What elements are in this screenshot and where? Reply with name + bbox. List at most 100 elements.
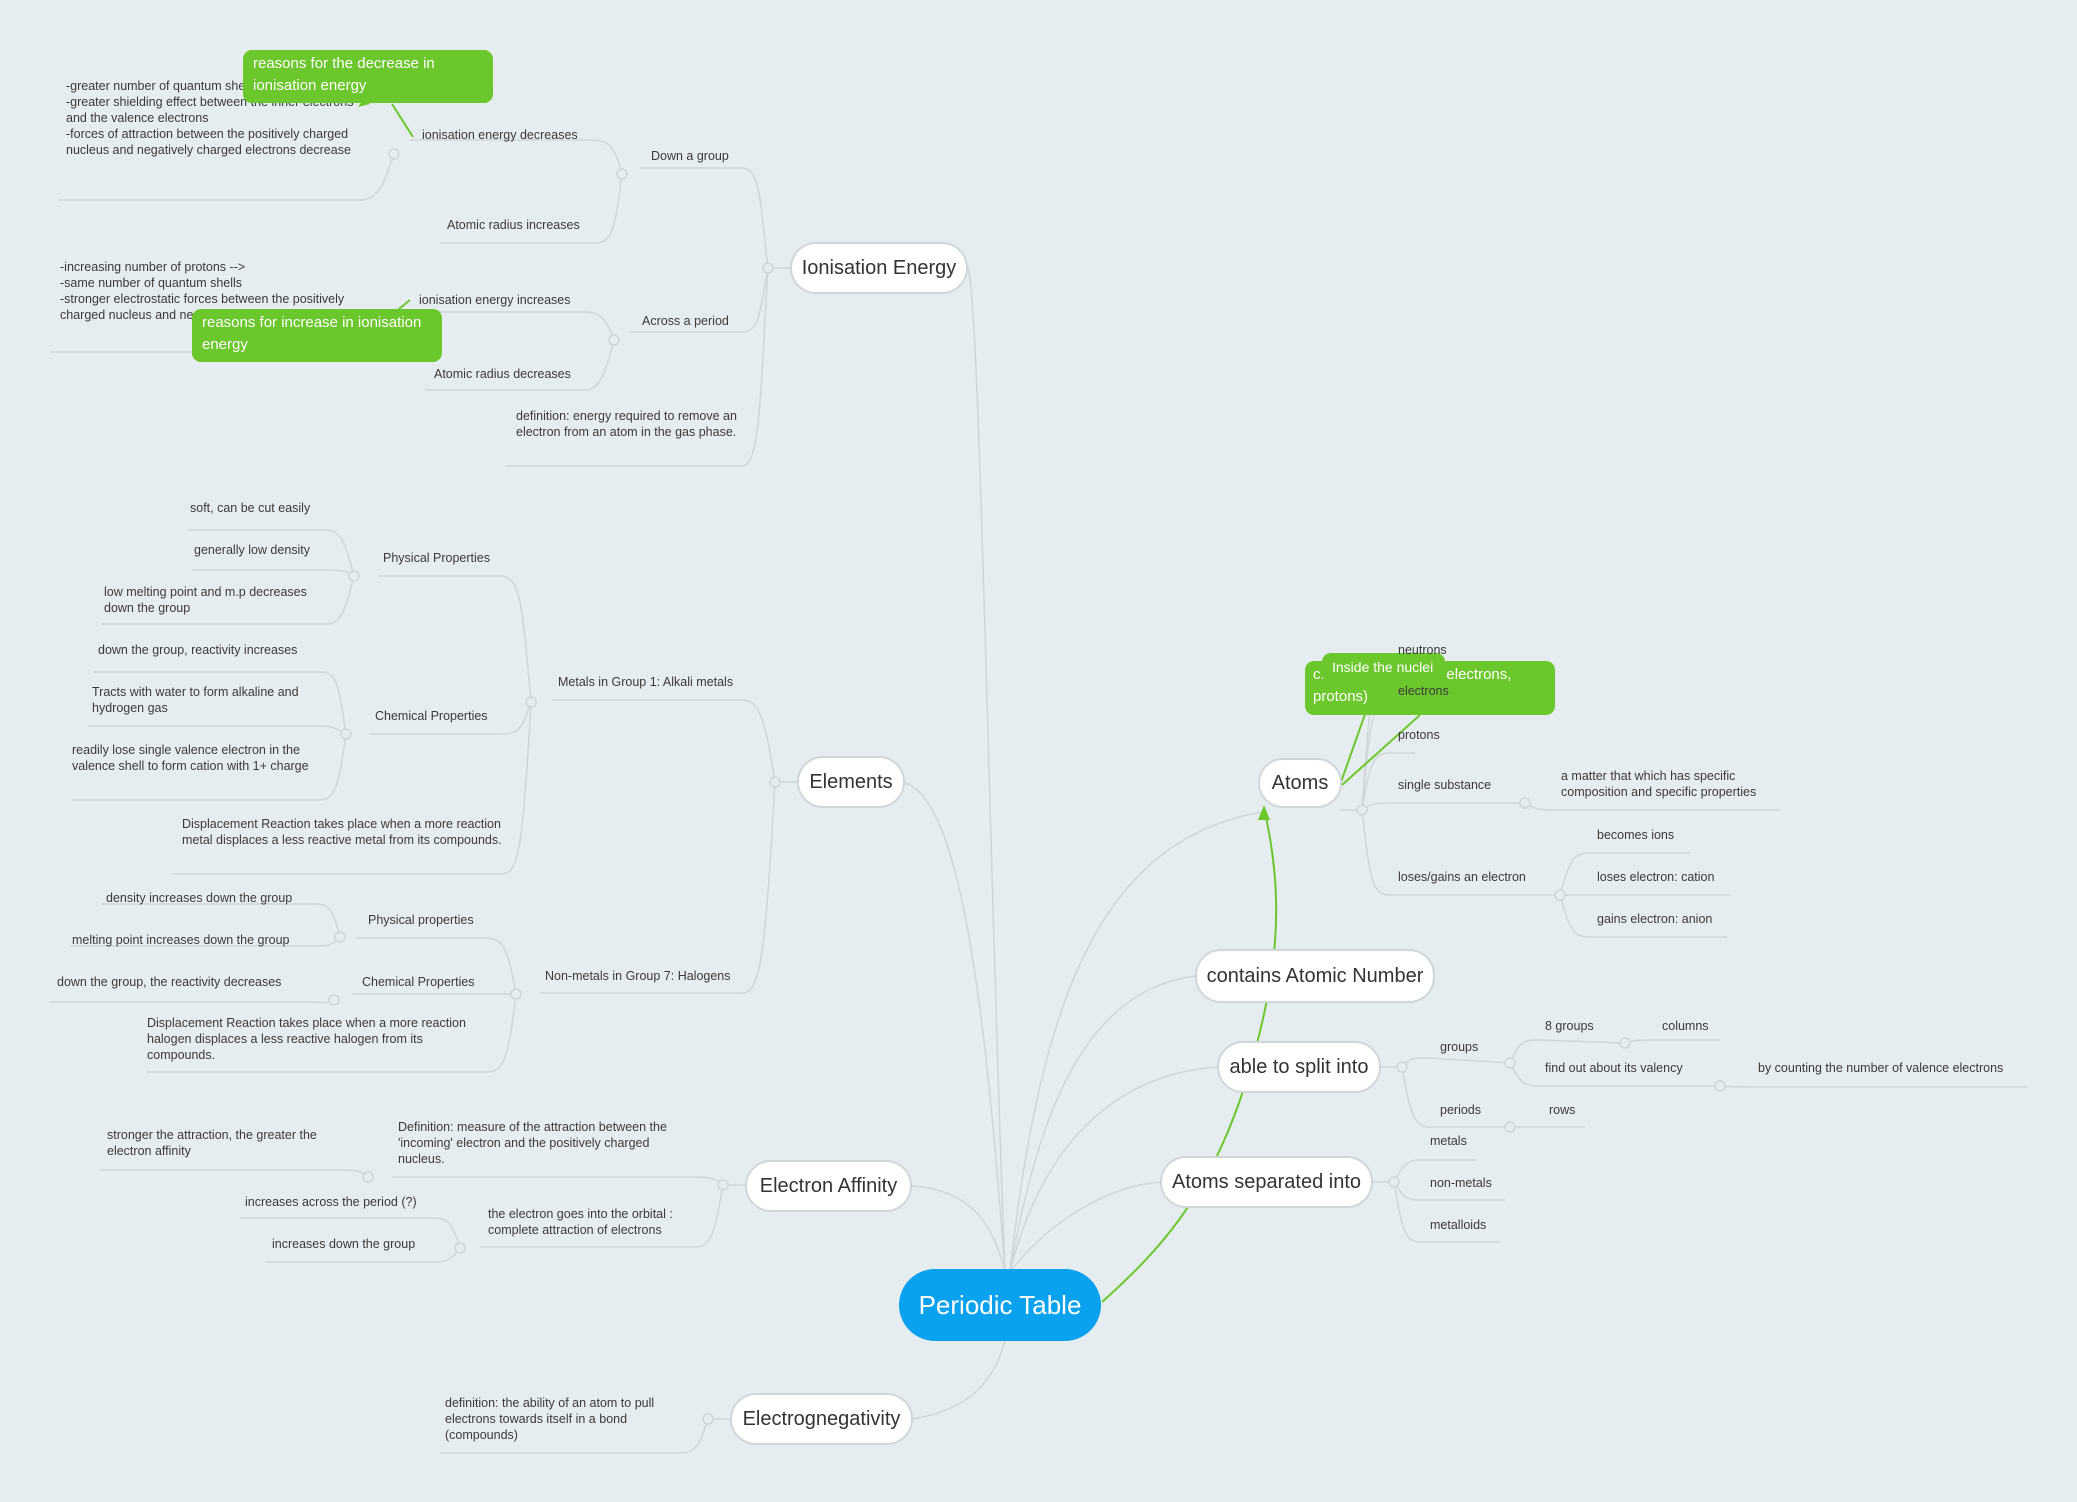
dot bbox=[1356, 804, 1368, 816]
label-radius-increases[interactable]: Atomic radius increases bbox=[447, 218, 580, 232]
link-loses-ions bbox=[1559, 852, 1690, 896]
label-ea-across[interactable]: increases across the period (?) bbox=[245, 1195, 417, 1209]
label-alkali-chemical[interactable]: Chemical Properties bbox=[375, 709, 488, 723]
dot bbox=[1519, 797, 1531, 809]
label-low-mp[interactable]: low melting point and m.p decreases down… bbox=[104, 585, 307, 615]
label-ea-down[interactable]: increases down the group bbox=[272, 1237, 416, 1251]
label-cation[interactable]: loses electron: cation bbox=[1597, 870, 1715, 884]
label-en-definition[interactable]: definition: the ability of an atom to pu… bbox=[445, 1396, 655, 1442]
label-ea-stronger[interactable]: stronger the attraction, the greater the… bbox=[107, 1128, 317, 1158]
label-reactivity-increases[interactable]: down the group, reactivity increases bbox=[98, 643, 298, 657]
link-8-columns bbox=[1624, 1039, 1720, 1044]
link-valency-count bbox=[1719, 1085, 2027, 1088]
callout-increase-reasons[interactable]: reasons for increase in ionisation energ… bbox=[192, 309, 442, 362]
label-alkali-metals[interactable]: Metals in Group 1: Alkali metals bbox=[558, 675, 734, 689]
label-lose-electron[interactable]: readily lose single valence electron in … bbox=[72, 743, 309, 773]
label-reacts-water[interactable]: Tracts with water to form alkaline and h… bbox=[92, 685, 299, 715]
label-hal-chemical[interactable]: Chemical Properties bbox=[362, 975, 475, 989]
link-down-decrease bbox=[410, 139, 623, 175]
topic-separated-into[interactable]: Atoms separated into bbox=[1160, 1156, 1373, 1208]
label-periods[interactable]: periods bbox=[1440, 1103, 1481, 1117]
link-hal-physical bbox=[356, 937, 517, 995]
topic-ionisation-energy[interactable]: Ionisation Energy bbox=[790, 242, 968, 294]
label-radius-decreases[interactable]: Atomic radius decreases bbox=[434, 367, 571, 381]
label-ie-definition[interactable]: definition: energy required to remove an… bbox=[516, 409, 737, 439]
relation-central-atoms bbox=[1101, 807, 1278, 1303]
label-down-group[interactable]: Down a group bbox=[651, 149, 729, 163]
label-single-substance[interactable]: single substance bbox=[1398, 778, 1492, 792]
link-alkali-displacement bbox=[173, 701, 532, 875]
label-ie-decreases[interactable]: ionisation energy decreases bbox=[422, 128, 578, 142]
relation-atoms-nuclei bbox=[1341, 714, 1421, 786]
label-ea-definition[interactable]: Definition: measure of the attraction be… bbox=[398, 1120, 667, 1166]
link-alkali-physical bbox=[378, 575, 532, 703]
link-single-matter bbox=[1524, 802, 1780, 811]
label-columns[interactable]: columns bbox=[1662, 1019, 1709, 1033]
label-valency[interactable]: find out about its valency bbox=[1545, 1061, 1683, 1075]
label-electrons[interactable]: electrons bbox=[1398, 684, 1449, 698]
label-alkali-physical[interactable]: Physical Properties bbox=[383, 551, 490, 565]
dot bbox=[1396, 1061, 1408, 1073]
dot bbox=[1504, 1057, 1516, 1069]
label-non-metals[interactable]: non-metals bbox=[1430, 1176, 1492, 1190]
link-el-alkali bbox=[552, 699, 776, 783]
label-density-increases[interactable]: density increases down the group bbox=[106, 891, 293, 905]
topic-atoms[interactable]: Atoms bbox=[1258, 758, 1342, 808]
label-anion[interactable]: gains electron: anion bbox=[1597, 912, 1713, 926]
label-becomes-ions[interactable]: becomes ions bbox=[1597, 828, 1675, 842]
label-valence-count[interactable]: by counting the number of valence electr… bbox=[1758, 1061, 2004, 1075]
link-loses-anion bbox=[1559, 894, 1727, 938]
label-mp-increases[interactable]: melting point increases down the group bbox=[72, 933, 290, 947]
label-soft[interactable]: soft, can be cut easily bbox=[190, 501, 311, 515]
label-metals[interactable]: metals bbox=[1430, 1134, 1467, 1148]
topic-atomic-number[interactable]: contains Atomic Number bbox=[1195, 949, 1435, 1003]
link-across-increase bbox=[408, 311, 615, 341]
label-displacement-metal[interactable]: Displacement Reaction takes place when a… bbox=[182, 817, 502, 847]
link-chem-water bbox=[88, 725, 347, 735]
topic-electronegativity[interactable]: Electrognegativity bbox=[730, 1393, 913, 1445]
link-hal-displacement bbox=[147, 993, 517, 1073]
dot bbox=[1388, 1176, 1400, 1188]
link-halchem-reactivity bbox=[50, 999, 335, 1004]
topic-split-into[interactable]: able to split into bbox=[1217, 1041, 1381, 1093]
central-topic[interactable]: Periodic Table bbox=[899, 1269, 1101, 1341]
link-across-radius bbox=[425, 339, 615, 391]
link-ie-def bbox=[506, 267, 769, 467]
link-ea-orbital bbox=[480, 1184, 724, 1248]
label-rows[interactable]: rows bbox=[1549, 1103, 1576, 1117]
link-alkali-chemical bbox=[370, 701, 532, 735]
label-hal-physical[interactable]: Physical properties bbox=[368, 913, 474, 927]
link-decrease-text bbox=[58, 153, 395, 201]
label-groups[interactable]: groups bbox=[1440, 1040, 1479, 1054]
label-loses-gains[interactable]: loses/gains an electron bbox=[1398, 870, 1526, 884]
label-reasons-decrease[interactable]: -greater number of quantum shells -great… bbox=[66, 79, 353, 157]
callout-nuclei[interactable]: Inside the nuclei bbox=[1322, 653, 1445, 683]
dot bbox=[362, 1171, 374, 1183]
label-displacement-halogen[interactable]: Displacement Reaction takes place when a… bbox=[147, 1016, 466, 1062]
callout-decrease-reasons[interactable]: reasons for the decrease in ionisation e… bbox=[243, 50, 493, 103]
label-ea-orbital[interactable]: the electron goes into the orbital : com… bbox=[488, 1207, 673, 1237]
dot bbox=[1504, 1121, 1516, 1133]
topic-elements[interactable]: Elements bbox=[797, 756, 905, 808]
topic-electron-affinity[interactable]: Electron Affinity bbox=[745, 1160, 912, 1212]
link-phys-soft bbox=[188, 529, 355, 577]
label-neutrons[interactable]: neutrons bbox=[1398, 643, 1447, 657]
label-protons[interactable]: protons bbox=[1398, 728, 1440, 742]
label-reactivity-decreases[interactable]: down the group, the reactivity decreases bbox=[57, 975, 282, 989]
label-metalloids[interactable]: metalloids bbox=[1430, 1218, 1487, 1232]
label-8-groups[interactable]: 8 groups bbox=[1545, 1019, 1594, 1033]
link-ea-definition bbox=[392, 1176, 724, 1186]
link-el-halogens bbox=[540, 781, 776, 994]
label-ie-increases[interactable]: ionisation energy increases bbox=[419, 293, 571, 307]
link-central-atoms bbox=[1009, 811, 1263, 1273]
label-across-period[interactable]: Across a period bbox=[642, 314, 729, 328]
label-halogens[interactable]: Non-metals in Group 7: Halogens bbox=[545, 969, 731, 983]
label-low-density[interactable]: generally low density bbox=[194, 543, 311, 557]
junction-dots bbox=[328, 148, 1726, 1425]
label-matter-definition[interactable]: a matter that which has specific composi… bbox=[1561, 769, 1757, 799]
link-central-affinity bbox=[911, 1185, 1006, 1273]
dot bbox=[616, 168, 628, 180]
link-halphys-density bbox=[102, 903, 341, 938]
link-atoms-electrons bbox=[1361, 701, 1422, 811]
